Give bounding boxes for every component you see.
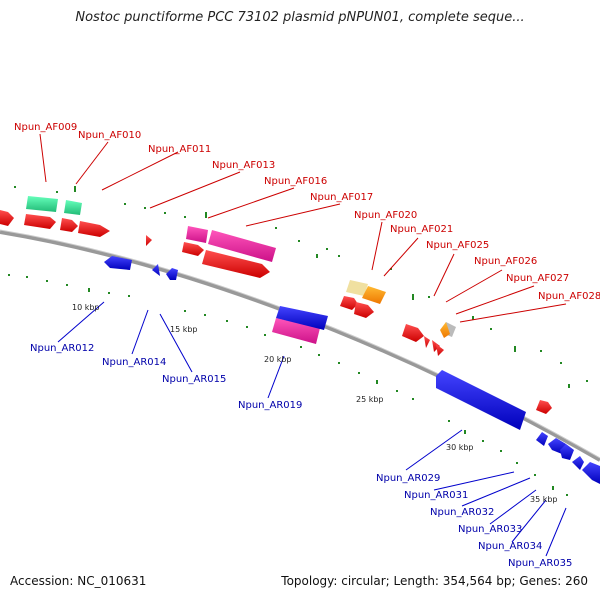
gc-skew-dots-inner: [8, 274, 568, 496]
label-npun-af026: Npun_AF026: [474, 256, 537, 267]
tick-label-15kbp: 15 kbp: [170, 325, 198, 334]
feature-box: [346, 280, 368, 296]
label-npun-af021: Npun_AF021: [390, 224, 453, 235]
gene-arrow: [354, 302, 374, 318]
gene-arrow: [60, 218, 78, 232]
gene-arrow: [536, 400, 552, 414]
gene-arrow: [560, 444, 574, 460]
feature-box: [440, 322, 450, 338]
accession-text: Accession: NC_010631: [10, 574, 147, 588]
gene-arrow: [572, 456, 584, 470]
gene-arrow: [166, 268, 178, 280]
feature-box: [272, 318, 320, 344]
label-npun-ar031: Npun_AR031: [404, 490, 468, 501]
gene-arrow: [276, 306, 328, 330]
label-npun-ar029: Npun_AR029: [376, 473, 440, 484]
forward-leaders: [39, 133, 567, 323]
reverse-leaders: [57, 301, 567, 557]
gene-arrow: [0, 210, 14, 226]
label-npun-ar035: Npun_AR035: [508, 558, 572, 569]
gene-arrow: [182, 242, 204, 256]
gene-arrow: [202, 250, 270, 278]
gene-arrow: [436, 344, 444, 356]
gene-arrow: [340, 296, 358, 310]
gene-arrow: [432, 340, 440, 352]
label-npun-ar033: Npun_AR033: [458, 524, 522, 535]
label-npun-af025: Npun_AF025: [426, 240, 489, 251]
tick-label-35kbp: 35 kbp: [530, 495, 558, 504]
tick-label-20kbp: 20 kbp: [264, 355, 292, 364]
forward-genes: [0, 210, 552, 414]
tick-label-30kbp: 30 kbp: [446, 443, 474, 452]
label-npun-af016: Npun_AF016: [264, 176, 327, 187]
feature-box: [208, 230, 276, 262]
label-npun-ar034: Npun_AR034: [478, 541, 542, 552]
misc-features: [26, 196, 456, 344]
gene-arrow: [536, 432, 548, 446]
gene-arrow: [582, 462, 600, 484]
label-npun-ar012: Npun_AR012: [30, 343, 94, 354]
gene-arrow: [24, 214, 56, 229]
gene-arrow: [104, 256, 132, 270]
label-npun-af010: Npun_AF010: [78, 130, 141, 141]
gc-skew-dots-outer: [14, 186, 588, 388]
map-title: Nostoc punctiforme PCC 73102 plasmid pNP…: [75, 10, 525, 25]
gene-arrow: [424, 336, 430, 348]
gene-arrow: [436, 370, 526, 430]
gene-arrow: [402, 324, 424, 342]
feature-box: [362, 286, 386, 304]
label-npun-ar015: Npun_AR015: [162, 374, 226, 385]
label-npun-af028: Npun_AF028: [538, 291, 600, 302]
feature-box: [26, 196, 58, 212]
label-npun-af017: Npun_AF017: [310, 192, 373, 203]
label-npun-af013: Npun_AF013: [212, 160, 275, 171]
topology-info: Topology: circular; Length: 354,564 bp; …: [281, 574, 588, 588]
gene-arrow: [78, 221, 110, 237]
label-npun-af020: Npun_AF020: [354, 210, 417, 221]
label-npun-af027: Npun_AF027: [506, 273, 569, 284]
reverse-genes: [104, 256, 600, 484]
gene-arrow: [146, 235, 152, 246]
tick-label-25kbp: 25 kbp: [356, 395, 384, 404]
label-npun-ar014: Npun_AR014: [102, 357, 166, 368]
feature-box: [64, 200, 82, 215]
gene-arrow: [152, 264, 160, 276]
label-npun-ar032: Npun_AR032: [430, 507, 494, 518]
tick-label-10kbp: 10 kbp: [72, 303, 100, 312]
label-npun-ar019: Npun_AR019: [238, 400, 302, 411]
feature-box: [186, 226, 208, 243]
label-npun-af011: Npun_AF011: [148, 144, 211, 155]
label-npun-af009: Npun_AF009: [14, 122, 77, 133]
